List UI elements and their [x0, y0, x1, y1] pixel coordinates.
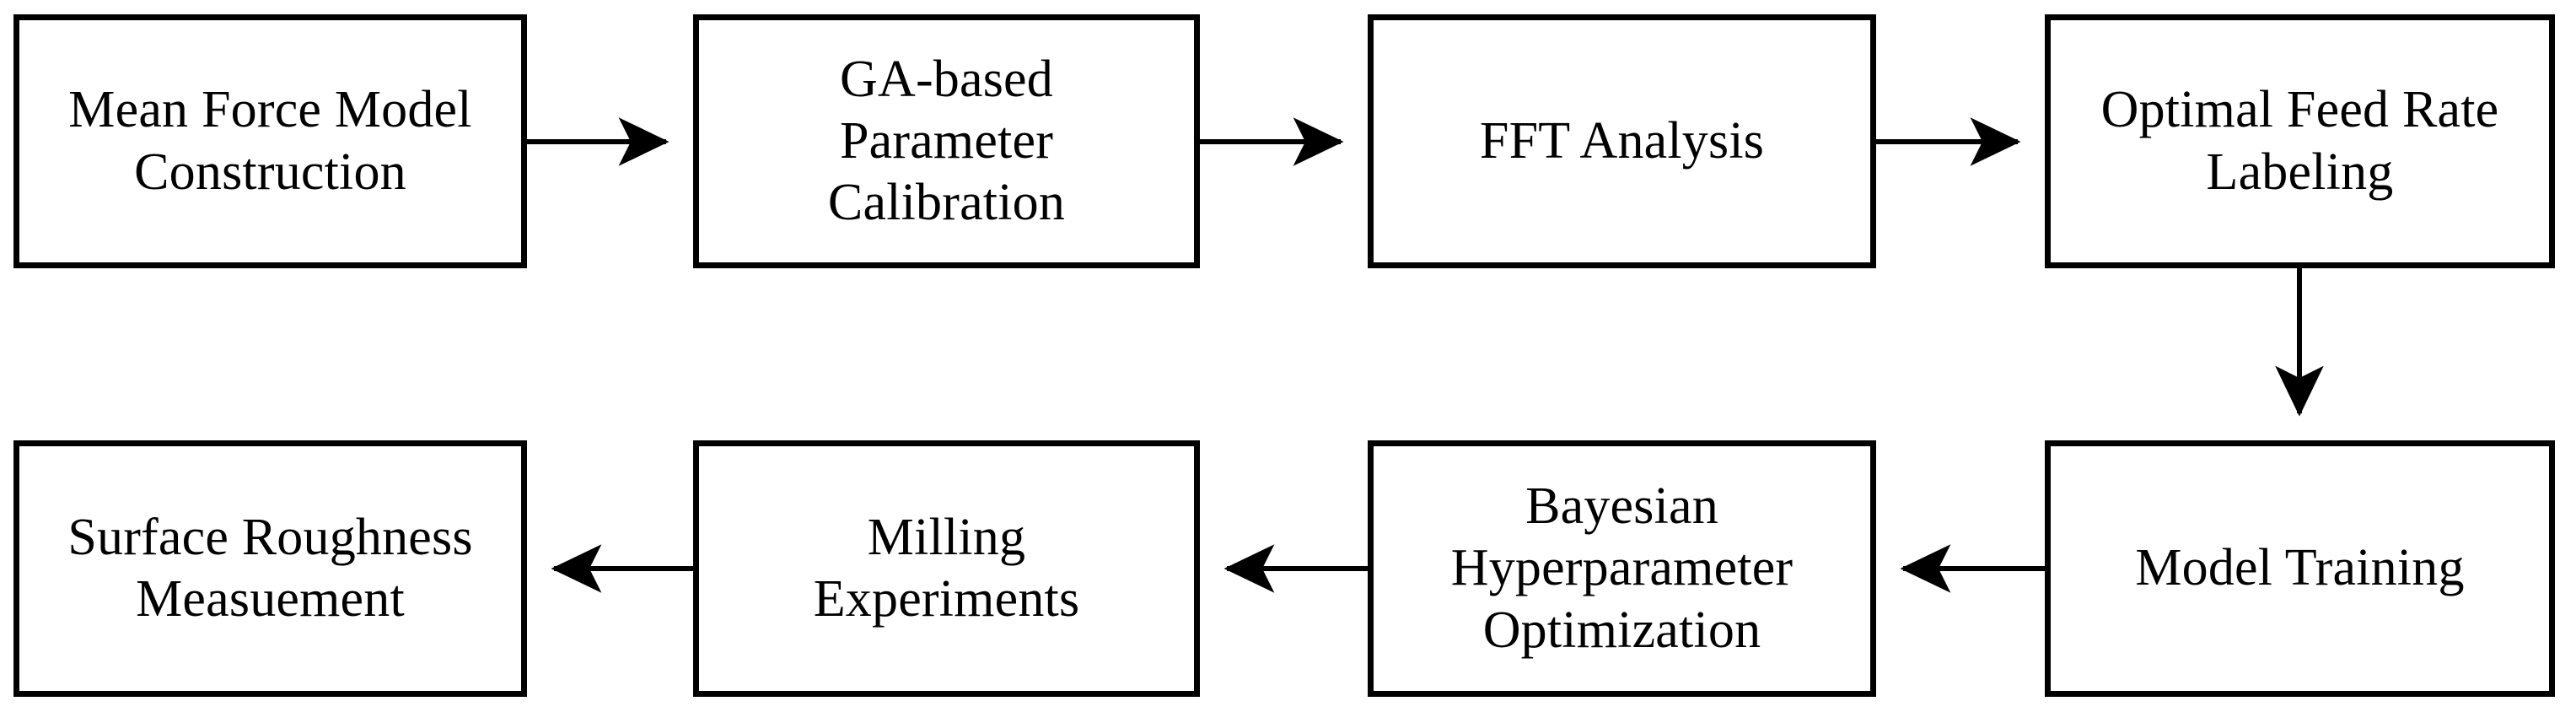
node-label: Surface Roughness Measuement — [67, 508, 473, 628]
node-label: Bayesian Hyperparameter Optimization — [1450, 477, 1794, 659]
node-optimal-feed-rate-labeling[interactable]: Optimal Feed Rate Labeling — [2045, 14, 2555, 268]
node-model-training[interactable]: Model Training — [2045, 440, 2555, 697]
node-milling-experiments[interactable]: Milling Experiments — [693, 440, 1200, 697]
node-fft-analysis[interactable]: FFT Analysis — [1368, 14, 1876, 268]
node-label: GA-based Parameter Calibration — [827, 50, 1066, 232]
node-label: FFT Analysis — [1479, 111, 1765, 170]
node-label: Optimal Feed Rate Labeling — [2100, 81, 2499, 201]
node-bayesian-hyperparameter-optimization[interactable]: Bayesian Hyperparameter Optimization — [1368, 440, 1876, 697]
node-label: Model Training — [2135, 539, 2465, 597]
node-label: Mean Force Model Construction — [68, 81, 472, 201]
node-ga-based-parameter-calibration[interactable]: GA-based Parameter Calibration — [693, 14, 1200, 268]
node-mean-force-model-construction[interactable]: Mean Force Model Construction — [13, 14, 527, 268]
node-label: Milling Experiments — [813, 508, 1080, 628]
node-surface-roughness-measuement[interactable]: Surface Roughness Measuement — [13, 440, 527, 697]
